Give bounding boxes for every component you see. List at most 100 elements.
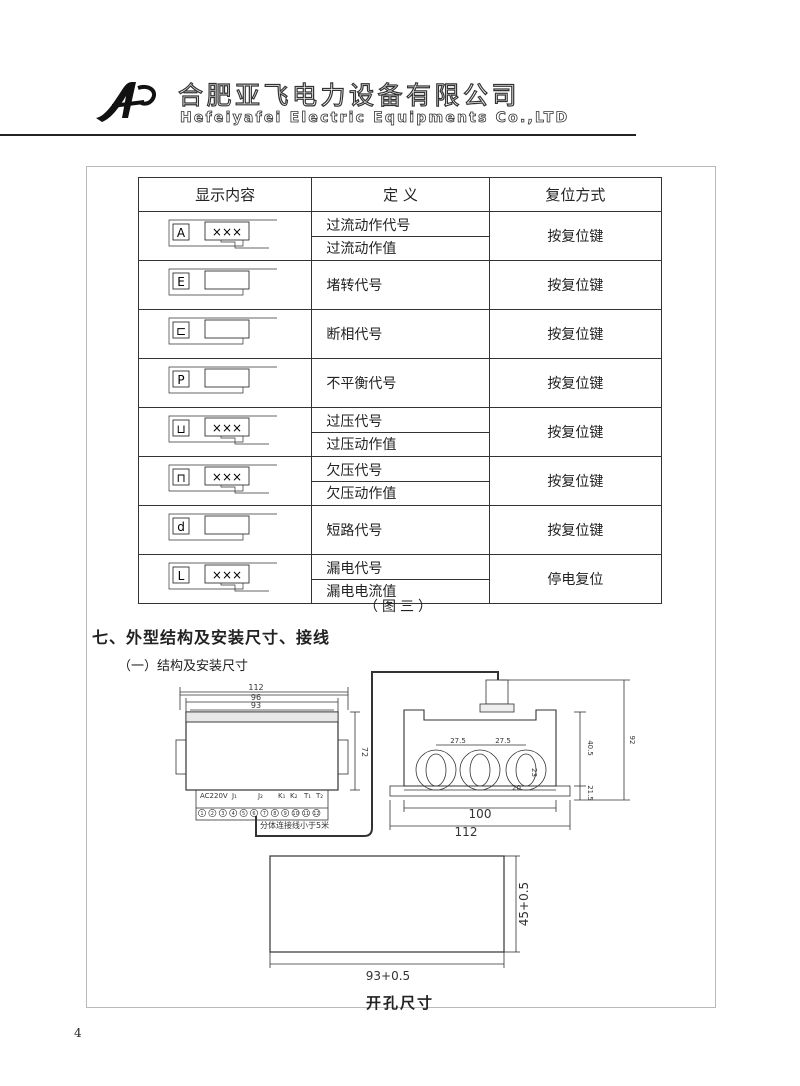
terminal-circle [208, 809, 217, 817]
header-reset: 复位方式 [488, 177, 663, 212]
terminal-circle [291, 809, 300, 817]
cutout-height: 45+0.5 [517, 882, 531, 926]
definition-text: 过压代号 [326, 413, 383, 430]
definition-text: 不平衡代号 [326, 376, 397, 392]
definition-cell: 过压代号过压动作值 [311, 407, 490, 457]
dim-72: 72 [360, 747, 369, 757]
display-symbol: A××× [168, 219, 277, 249]
terminal-label-t1: T₁ [303, 792, 311, 800]
definition-text: 断相代号 [326, 327, 383, 343]
terminal-number: 5 [242, 811, 245, 817]
header-rule [0, 134, 636, 136]
display-code: ⊓ [176, 471, 185, 485]
terminal-number: 11 [303, 811, 309, 817]
display-cell: ⊓××× [137, 456, 313, 506]
section-title: 七、外型结构及安装尺寸、接线 [92, 628, 331, 647]
cable-note: 分体连接线小于5米 [260, 820, 329, 830]
company-name-en: Hefeiyafei Electric Equipments Co.,LTD [180, 110, 570, 127]
terminal-label-ac: AC220V [200, 792, 228, 800]
display-cell: ⊔ ××× [137, 407, 313, 457]
content-frame [86, 166, 716, 1008]
display-cell: E [137, 260, 313, 310]
definition-text: 过流动作值 [312, 235, 489, 259]
display-cell: P [137, 358, 313, 408]
definition-text: 过流动作代号 [326, 217, 411, 234]
terminal-number: 3 [221, 811, 224, 817]
page-number: 4 [74, 1026, 82, 1040]
definition-text: 堵转代号 [326, 278, 383, 294]
definition-text: 漏电代号 [326, 560, 383, 577]
definition-cell: 漏电代号漏电电流值 [311, 554, 490, 604]
dim-21-5: 21.5 [586, 785, 594, 801]
display-value-placeholder: ××× [212, 568, 242, 582]
display-value-placeholder: ××× [212, 225, 242, 239]
definition-cell: 不平衡代号 [311, 358, 490, 408]
definition-cell: 短路代号 [311, 505, 490, 555]
reset-method-cell: 按复位键 [488, 505, 663, 555]
terminal-circle [218, 809, 227, 817]
terminal-circle [198, 809, 206, 817]
dim-96: 96 [251, 693, 261, 702]
terminal-circle [260, 809, 269, 817]
terminal-circle [312, 809, 321, 817]
dim-100: 100 [469, 807, 492, 821]
terminal-number: 1 [200, 811, 203, 817]
display-symbol: L××× [168, 562, 277, 592]
dim-112-top: 112 [248, 683, 263, 692]
table-row: ⊏ 断相代号 按复位键 [137, 309, 663, 359]
table-row: ⊓×××欠压代号欠压动作值按复位键 [137, 456, 663, 506]
display-symbol: E [168, 268, 277, 296]
terminal-label-j1: J₁ [231, 792, 237, 800]
definition-cell: 堵转代号 [311, 260, 490, 310]
table-row: L××× 漏电代号漏电电流值停电复位 [137, 554, 663, 604]
terminal-number: 9 [284, 811, 287, 817]
dim-40-5: 40.5 [586, 740, 594, 756]
terminal-number: 8 [273, 811, 276, 817]
definition-text: 欠压代号 [326, 462, 383, 479]
definition-text: 欠压动作值 [312, 480, 489, 504]
cutout-width: 93+0.5 [366, 969, 410, 983]
display-value-placeholder: ××× [212, 421, 242, 435]
dim-93: 93 [251, 701, 261, 710]
reset-method-cell: 按复位键 [488, 309, 663, 359]
display-symbol: d [168, 513, 277, 541]
dim-92: 92 [628, 736, 636, 745]
display-code: ⊔ [176, 422, 185, 436]
display-cell: L××× [137, 554, 313, 604]
display-code: E [177, 275, 185, 289]
dim-112-bottom: 112 [455, 825, 478, 839]
terminal-circle [270, 809, 279, 817]
reset-method-cell: 按复位键 [488, 407, 663, 457]
display-cell: A××× [137, 211, 313, 261]
header-display: 显示内容 [137, 177, 313, 212]
header-definition: 定 义 [311, 177, 490, 212]
reset-method-cell: 按复位键 [488, 358, 663, 408]
reset-method-cell: 按复位键 [488, 211, 663, 261]
reset-method-cell: 按复位键 [488, 260, 663, 310]
display-symbol: P [168, 366, 277, 394]
terminal-label-k2: K₂ [290, 792, 298, 800]
display-code: ⊏ [176, 324, 186, 338]
terminal-label-k1: K₁ [278, 792, 286, 800]
definition-cell: 欠压代号欠压动作值 [311, 456, 490, 506]
terminal-number: 10 [292, 811, 298, 817]
display-symbol: ⊔ ××× [168, 415, 277, 445]
dim-20: 20 [512, 784, 521, 792]
terminal-number: 7 [263, 811, 266, 817]
subsection-title: （一）结构及安装尺寸 [118, 659, 249, 674]
terminal-number: 4 [232, 811, 235, 817]
display-code: d [177, 520, 185, 534]
terminal-circle [250, 809, 258, 817]
terminal-circle [281, 809, 290, 817]
terminal-circle [239, 809, 248, 817]
figure-caption: （图三） [364, 599, 436, 615]
terminal-label-t2: T₂ [315, 792, 323, 800]
definition-text: 漏电电流值 [312, 578, 489, 602]
definition-text: 过压动作值 [312, 431, 489, 455]
terminal-label-j2: J₂ [257, 792, 263, 800]
terminal-number: 2 [211, 811, 214, 817]
reset-method-cell: 停电复位 [488, 554, 663, 604]
table-row: ⊔ ××× 过压代号过压动作值按复位键 [137, 407, 663, 457]
